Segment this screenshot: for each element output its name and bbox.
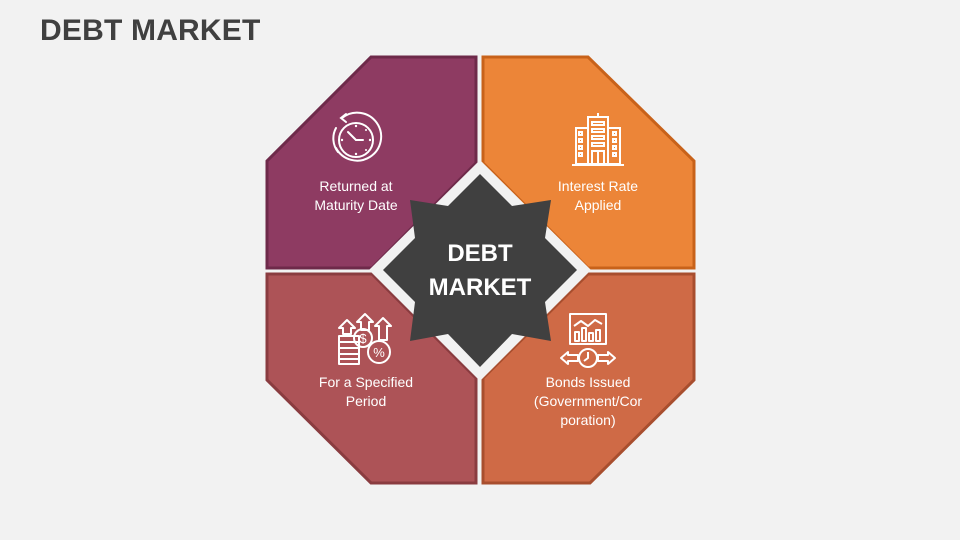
clock-return-icon — [332, 111, 383, 162]
money-growth-percent-icon: $ % — [338, 313, 392, 365]
quadrant-label-top-right: Interest Rate Applied — [557, 178, 639, 213]
center-star — [383, 174, 577, 367]
slide-title: DEBT MARKET — [40, 14, 261, 47]
svg-text:$: $ — [359, 331, 367, 346]
bond-chart-clock-icon — [560, 313, 616, 368]
building-icon — [572, 113, 624, 166]
quadrant-label-bottom-left: For a Specified Period — [318, 374, 414, 409]
center-label: DEBT MARKET — [428, 240, 532, 301]
quadrant-label-top-left: Returned at Maturity Date — [314, 178, 398, 213]
svg-text:%: % — [373, 345, 385, 360]
quadrant-label-bottom-right: Bonds Issued (Government/Cor poration) — [533, 374, 643, 428]
